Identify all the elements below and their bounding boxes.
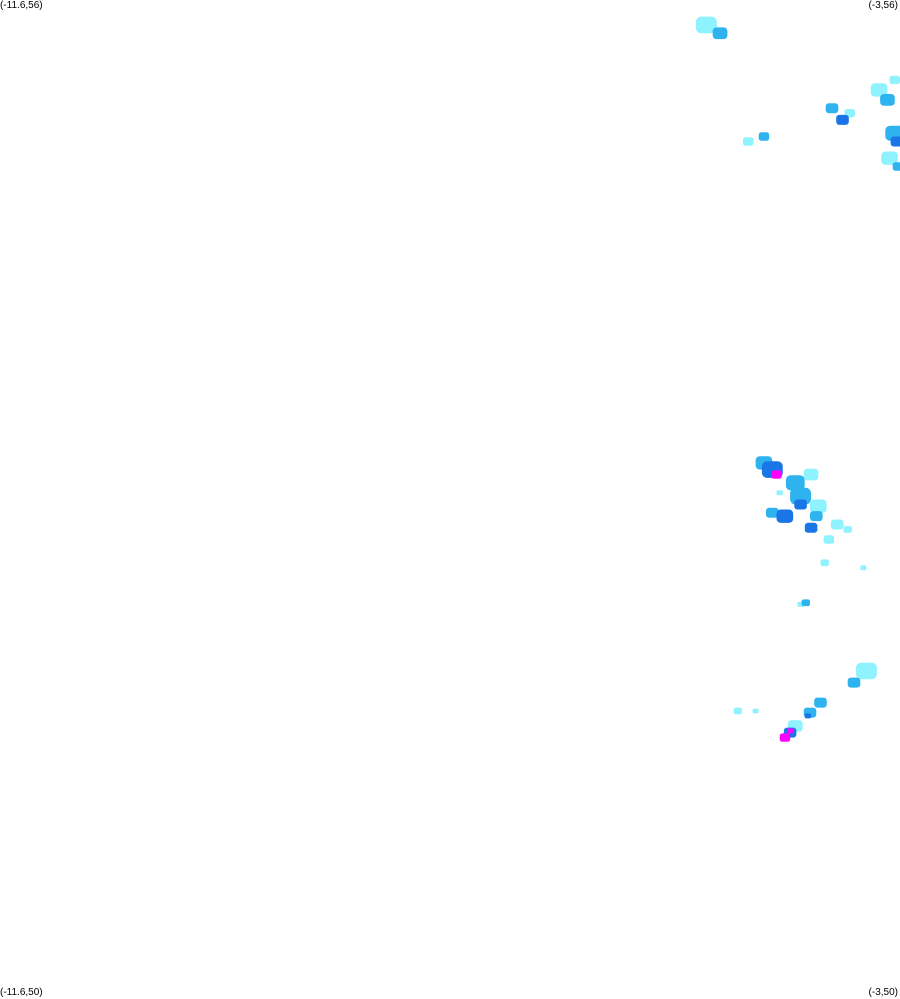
precip-echo-extreme <box>779 733 791 742</box>
precip-echo-light <box>889 75 900 85</box>
precip-echo-extreme <box>771 470 782 479</box>
precip-echo-moderate <box>880 94 895 106</box>
precip-echo-light <box>695 16 717 34</box>
precip-echo-moderate <box>785 475 805 491</box>
precip-echo-light <box>830 519 844 530</box>
corner-label-bottom-left: (-11.6,50) <box>0 987 43 998</box>
precip-echo-moderate <box>801 599 810 607</box>
precip-echo-heavy <box>804 713 812 719</box>
precip-echo-heavy <box>804 522 818 533</box>
precip-echo-light <box>860 565 867 571</box>
corner-label-top-right: (-3,56) <box>868 0 898 11</box>
precip-echo-extreme <box>787 728 794 734</box>
precip-echo-moderate <box>758 132 770 141</box>
precip-echo-heavy <box>836 114 849 125</box>
precip-echo-light <box>856 662 877 680</box>
precip-echo-moderate <box>712 27 728 40</box>
precip-echo-light <box>843 526 852 533</box>
precip-echo-light <box>743 137 754 146</box>
precip-echo-light <box>752 708 759 714</box>
precip-echo-light <box>733 707 742 715</box>
corner-label-bottom-right: (-3,50) <box>868 987 898 998</box>
precip-echo-heavy <box>890 136 900 147</box>
precip-echo-moderate <box>892 162 900 171</box>
precip-echo-light <box>820 559 829 567</box>
precip-echo-moderate <box>825 103 839 114</box>
precip-echo-light <box>803 468 819 481</box>
precip-echo-light <box>776 490 783 496</box>
precip-echo-heavy <box>776 509 794 523</box>
precip-echo-light <box>870 83 888 97</box>
precip-echo-moderate <box>810 511 823 522</box>
precip-echo-moderate <box>814 697 827 708</box>
precip-echo-moderate <box>766 507 779 518</box>
precip-echo-light <box>823 535 835 544</box>
precip-echo-light <box>881 151 898 165</box>
corner-label-top-left: (-11.6,56) <box>0 0 43 11</box>
precip-echo-heavy <box>794 499 807 510</box>
precip-echo-light <box>810 499 827 513</box>
precip-echo-moderate <box>847 677 861 688</box>
